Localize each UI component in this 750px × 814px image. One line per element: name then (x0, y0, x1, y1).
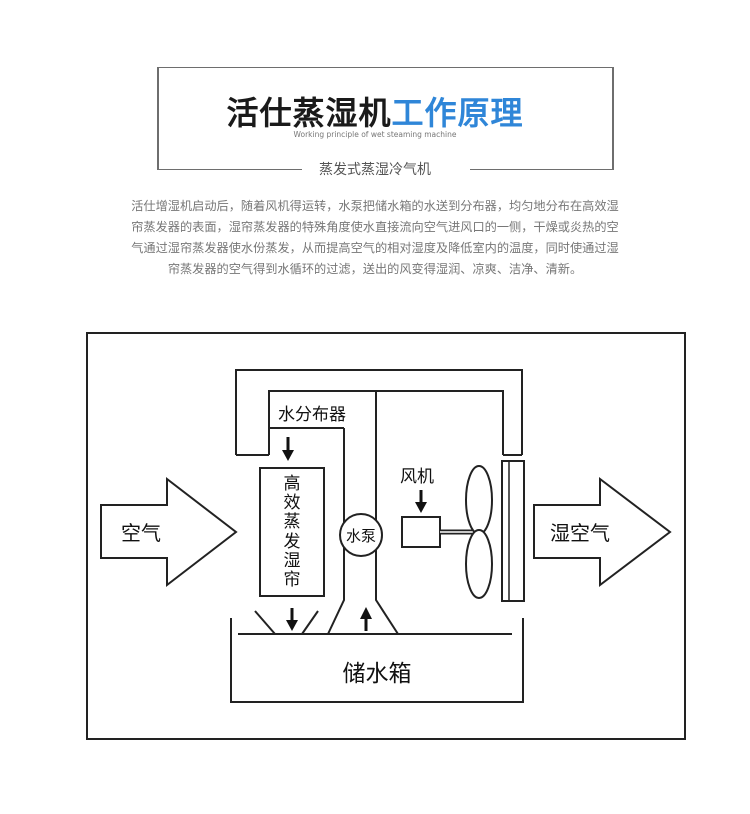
funnel-right (301, 610, 319, 635)
description-line: 帘蒸发器的空气得到水循环的过滤，送出的风变得湿润、凉爽、洁净、清新。 (167, 262, 583, 276)
pad-label-char: 帘 (284, 570, 301, 590)
description-line: 帘蒸发器的表面，湿帘蒸发器的特殊角度使水直接流向空气进风口的一侧，干燥或炎热的空 (131, 220, 619, 234)
description-line: 活仕增湿机启动后，随着风机得运转，水泵把储水箱的水送到分布器，均匀地分布在高效湿 (131, 199, 619, 213)
pad-drip-arrow-head (286, 620, 298, 631)
distributor-pipe-inner (268, 390, 504, 455)
air-inlet-arrow (100, 476, 238, 588)
fan-down-arrow-head (415, 502, 427, 513)
funnel-left (254, 610, 276, 635)
pump-up-arrow-head (360, 607, 372, 619)
pad-label-char: 湿 (284, 551, 301, 571)
pump-pipe-left (327, 428, 345, 635)
water-tank (230, 618, 524, 703)
title-main: 活仕蒸湿机 (226, 94, 392, 132)
pad-label-char: 高 (284, 474, 301, 494)
water-pump (339, 513, 383, 557)
pad-label-char: 发 (284, 532, 301, 552)
humid-air-label: 湿空气 (550, 521, 610, 545)
outlet-grille (501, 460, 525, 602)
water-distributor-label: 水分布器 (278, 405, 346, 425)
evaporative-pad (259, 467, 325, 597)
humid-air-outlet-arrow (533, 476, 672, 588)
water-pump-label: 水泵 (346, 527, 376, 545)
subtitle-chinese: 蒸发式蒸湿冷气机 (319, 162, 431, 178)
page-title: 活仕蒸湿机工作原理 (0, 88, 750, 134)
diagram-outer-frame (86, 332, 686, 740)
description-line: 气通过湿帘蒸发器使水份蒸发，从而提高空气的相对湿度及降低室内的温度，同时使通过湿 (131, 241, 619, 255)
description-paragraph: 活仕增湿机启动后，随着风机得运转，水泵把储水箱的水送到分布器，均匀地分布在高效湿… (60, 196, 690, 280)
title-accent: 工作原理 (391, 94, 524, 132)
pad-label-char: 蒸 (284, 512, 301, 532)
fan-label: 风机 (400, 467, 434, 487)
fan-motor (401, 516, 441, 548)
air-inlet-label: 空气 (121, 521, 161, 545)
pad-label-char: 效 (284, 493, 301, 513)
frame-top-line (157, 67, 613, 68)
distributor-down-arrow-head (282, 450, 294, 461)
frame-bottom-left-line (157, 169, 302, 170)
frame-right-vertical (612, 67, 614, 170)
pump-pipe-right (375, 391, 399, 635)
subtitle-english: Working principle of wet steaming machin… (293, 130, 457, 139)
frame-bottom-right-line (470, 169, 614, 170)
fan-blade-top (465, 465, 493, 535)
fan-blade-bottom (465, 529, 493, 599)
frame-left-vertical (157, 67, 159, 170)
water-tank-label: 储水箱 (343, 661, 412, 687)
distributor-pipe-outer (235, 369, 523, 455)
